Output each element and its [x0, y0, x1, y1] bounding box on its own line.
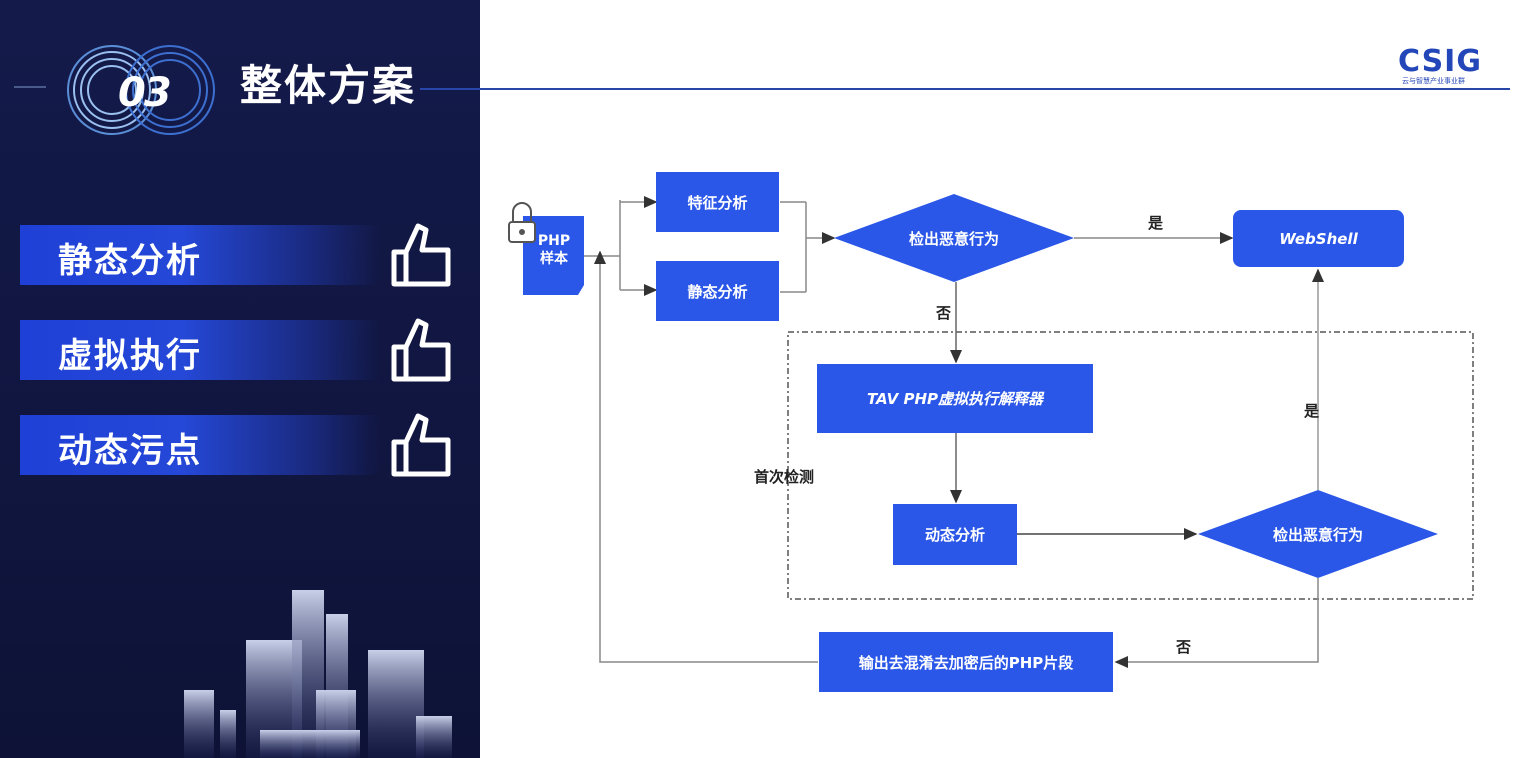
decision-diamond-1 — [834, 194, 1074, 282]
lock-icon — [508, 202, 536, 243]
first-detection-label: 首次检测 — [754, 468, 815, 486]
dynamic-analysis-box: 动态分析 — [893, 504, 1017, 565]
section-number-badge: 03 — [66, 44, 216, 136]
thumbs-up-icon — [391, 413, 451, 477]
menu-item-static-analysis: 静态分析 — [20, 225, 380, 285]
edge-label-yes-1: 是 — [1148, 214, 1164, 232]
edge-label-yes-2: 是 — [1304, 402, 1320, 420]
static-analysis-box: 静态分析 — [656, 261, 779, 321]
detect-malicious-label-1: 检出恶意行为 — [908, 230, 999, 248]
title-tick — [14, 86, 46, 88]
menu-item-dynamic-taint: 动态污点 — [20, 415, 380, 475]
menu-item-label: 虚拟执行 — [58, 336, 202, 376]
thumbs-up-icon — [391, 223, 451, 287]
flow-diagram: PHP 样本 特征分析 静态分析 检出恶意行为 WebShell TAV PHP… — [480, 0, 1522, 758]
city-skyline-icon — [184, 590, 452, 758]
menu-item-label: 静态分析 — [58, 241, 202, 281]
csig-logo: CSIG 云与智慧产业事业群 — [1398, 44, 1514, 88]
decision-diamond-2 — [1198, 490, 1438, 578]
logo-mark: CSIG — [1398, 44, 1482, 79]
menu-item-virtual-execution: 虚拟执行 — [20, 320, 380, 380]
tav-interpreter-box: TAV PHP虚拟执行解释器 — [817, 364, 1093, 433]
feature-analysis-box: 特征分析 — [656, 172, 779, 232]
webshell-box: WebShell — [1233, 210, 1404, 267]
concentric-circles-icon — [67, 45, 215, 135]
detect-malicious-label-2: 检出恶意行为 — [1272, 526, 1363, 544]
edge-label-no-1: 否 — [936, 304, 952, 322]
left-panel: 03 整体方案 静态分析 虚拟执行 动态污点 — [0, 0, 480, 758]
logo-subtitle: 云与智慧产业事业群 — [1402, 77, 1465, 85]
page-title: 整体方案 — [240, 61, 417, 110]
title-underline — [420, 88, 1510, 90]
edge-label-no-2: 否 — [1176, 638, 1192, 656]
thumbs-up-icon — [391, 318, 451, 382]
php-sample-document — [523, 216, 584, 295]
php-sample-label: PHP 样本 — [537, 233, 571, 267]
output-fragment-box: 输出去混淆去加密后的PHP片段 — [819, 632, 1113, 692]
connector-lines — [508, 194, 1474, 668]
section-number: 03 — [118, 70, 172, 116]
menu-item-label: 动态污点 — [58, 431, 202, 471]
